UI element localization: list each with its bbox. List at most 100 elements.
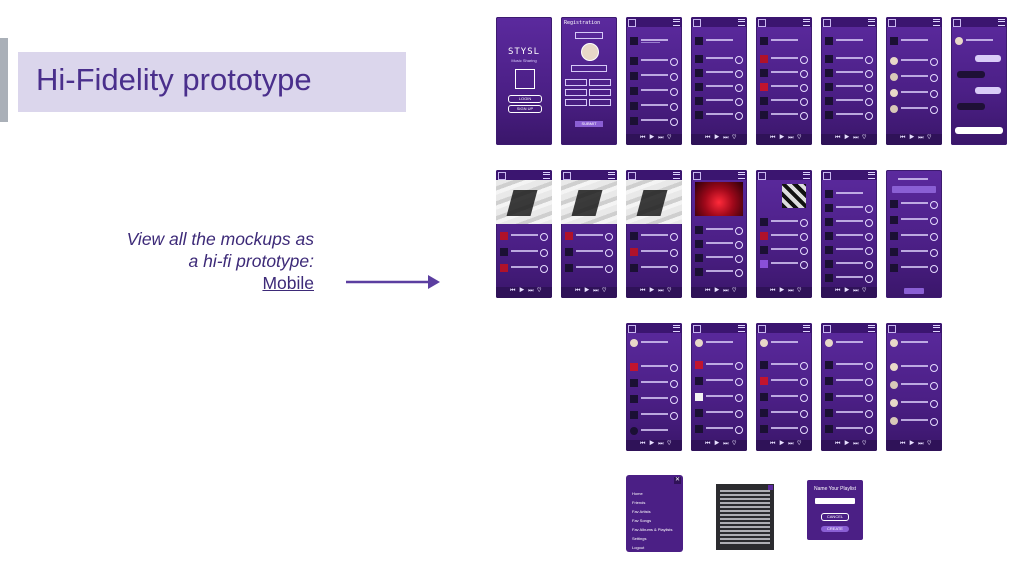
side-menu-popup[interactable]: ✕ Home Friends Fav Artists Fav Songs Fav…	[626, 475, 683, 552]
menu-icon[interactable]	[803, 172, 810, 179]
player-bar[interactable]	[886, 440, 942, 451]
registration-field[interactable]	[589, 79, 611, 86]
menu-icon[interactable]	[673, 19, 680, 26]
menu-icon[interactable]	[738, 19, 745, 26]
logo-icon	[888, 325, 896, 333]
caption: View all the mockups as a hi-fi prototyp…	[60, 228, 314, 294]
player-bar[interactable]	[756, 287, 812, 298]
name-playlist-dialog[interactable]: Name Your Playlist CANCEL CREATE	[807, 480, 863, 540]
registration-screen[interactable]: Registration SUBMIT	[561, 17, 617, 145]
menu-item-friends[interactable]: Friends	[632, 500, 646, 505]
mobile-prototype-link[interactable]: Mobile	[262, 273, 314, 293]
friends-chats-screen[interactable]	[886, 323, 942, 451]
message-input[interactable]	[955, 127, 1003, 134]
upload-pic-button[interactable]	[571, 65, 607, 72]
registration-field[interactable]	[589, 89, 611, 96]
player-bar[interactable]	[821, 440, 877, 451]
player-bar[interactable]	[561, 287, 617, 298]
menu-icon[interactable]	[803, 19, 810, 26]
player-bar[interactable]	[691, 440, 747, 451]
registration-field[interactable]	[565, 79, 587, 86]
menu-item-home[interactable]: Home	[632, 491, 643, 496]
artist-screen[interactable]	[561, 170, 617, 298]
menu-icon[interactable]	[933, 19, 940, 26]
add-to-playlist-screen[interactable]	[886, 170, 942, 298]
player-bar[interactable]	[821, 134, 877, 145]
artist-screen[interactable]	[496, 170, 552, 298]
fav-albums-screen[interactable]	[756, 17, 812, 145]
logo-icon	[628, 172, 636, 180]
menu-item-fav-songs[interactable]: Fav Songs	[632, 518, 652, 523]
signup-button[interactable]: SIGN UP	[508, 105, 542, 113]
player-bar[interactable]	[626, 287, 682, 298]
title-banner: Hi-Fidelity prototype	[18, 52, 406, 112]
registration-field[interactable]	[565, 89, 587, 96]
submit-button[interactable]: SUBMIT	[575, 121, 603, 127]
friend-albums-screen[interactable]	[756, 323, 812, 451]
caption-line-2: a hi-fi prototype:	[188, 251, 314, 271]
menu-icon[interactable]	[738, 325, 745, 332]
logo-icon	[498, 172, 506, 180]
logo-icon	[823, 325, 831, 333]
friend-artists-screen[interactable]	[821, 323, 877, 451]
menu-icon[interactable]	[673, 325, 680, 332]
menu-item-settings[interactable]: Settings	[632, 536, 647, 541]
avatar	[581, 43, 599, 61]
logo-icon	[563, 172, 571, 180]
friends-screen[interactable]	[886, 17, 942, 145]
select-playlist-button[interactable]	[892, 186, 936, 193]
player-bar[interactable]	[756, 440, 812, 451]
player-bar[interactable]	[691, 287, 747, 298]
player-bar[interactable]	[821, 287, 877, 298]
player-bar[interactable]	[496, 287, 552, 298]
menu-item-fav-artists[interactable]: Fav Artists	[632, 509, 651, 514]
logo-icon	[758, 172, 766, 180]
menu-icon[interactable]	[868, 172, 875, 179]
menu-icon[interactable]	[608, 172, 615, 179]
menu-icon[interactable]	[543, 172, 550, 179]
search-screen[interactable]	[821, 170, 877, 298]
fav-songs-screen[interactable]	[691, 17, 747, 145]
chat-screen[interactable]	[951, 17, 1007, 145]
player-bar[interactable]	[626, 440, 682, 451]
playlist-screen[interactable]	[756, 170, 812, 298]
menu-icon[interactable]	[803, 325, 810, 332]
profile-screen[interactable]	[626, 17, 682, 145]
registration-field[interactable]	[575, 32, 603, 39]
artist-screen[interactable]	[626, 170, 682, 298]
menu-icon[interactable]	[933, 325, 940, 332]
logo-icon	[628, 19, 636, 27]
player-bar[interactable]	[756, 134, 812, 145]
player-bar[interactable]	[691, 134, 747, 145]
logo-icon	[953, 19, 961, 27]
chat-bubble	[975, 87, 1001, 94]
create-button[interactable]: CREATE	[821, 526, 849, 532]
logo-icon	[693, 172, 701, 180]
menu-icon[interactable]	[868, 19, 875, 26]
friend-songs-screen[interactable]	[691, 323, 747, 451]
logo-icon	[758, 19, 766, 27]
info-popup	[716, 484, 774, 550]
menu-item-logout[interactable]: Logout	[632, 545, 645, 550]
close-icon[interactable]: ✕	[674, 477, 681, 484]
fav-artists-screen[interactable]	[821, 17, 877, 145]
menu-icon[interactable]	[673, 172, 680, 179]
splash-screen[interactable]: STYSL Music Sharing LOGIN SIGN UP	[496, 17, 552, 145]
registration-field[interactable]	[589, 99, 611, 106]
menu-icon[interactable]	[738, 172, 745, 179]
logo-icon	[888, 19, 896, 27]
registration-field[interactable]	[565, 99, 587, 106]
cancel-button[interactable]: CANCEL	[821, 513, 849, 521]
player-bar[interactable]	[886, 134, 942, 145]
done-button[interactable]	[904, 288, 924, 294]
friend-profile-screen[interactable]	[626, 323, 682, 451]
close-icon[interactable]	[768, 485, 773, 490]
login-button[interactable]: LOGIN	[508, 95, 542, 103]
menu-icon[interactable]	[868, 325, 875, 332]
player-bar[interactable]	[626, 134, 682, 145]
playlist-name-input[interactable]	[815, 498, 855, 504]
album-screen[interactable]	[691, 170, 747, 298]
app-tagline: Music Sharing	[511, 58, 537, 63]
menu-icon[interactable]	[998, 19, 1005, 26]
menu-item-fav-albums[interactable]: Fav Albums & Playlists	[632, 527, 673, 532]
